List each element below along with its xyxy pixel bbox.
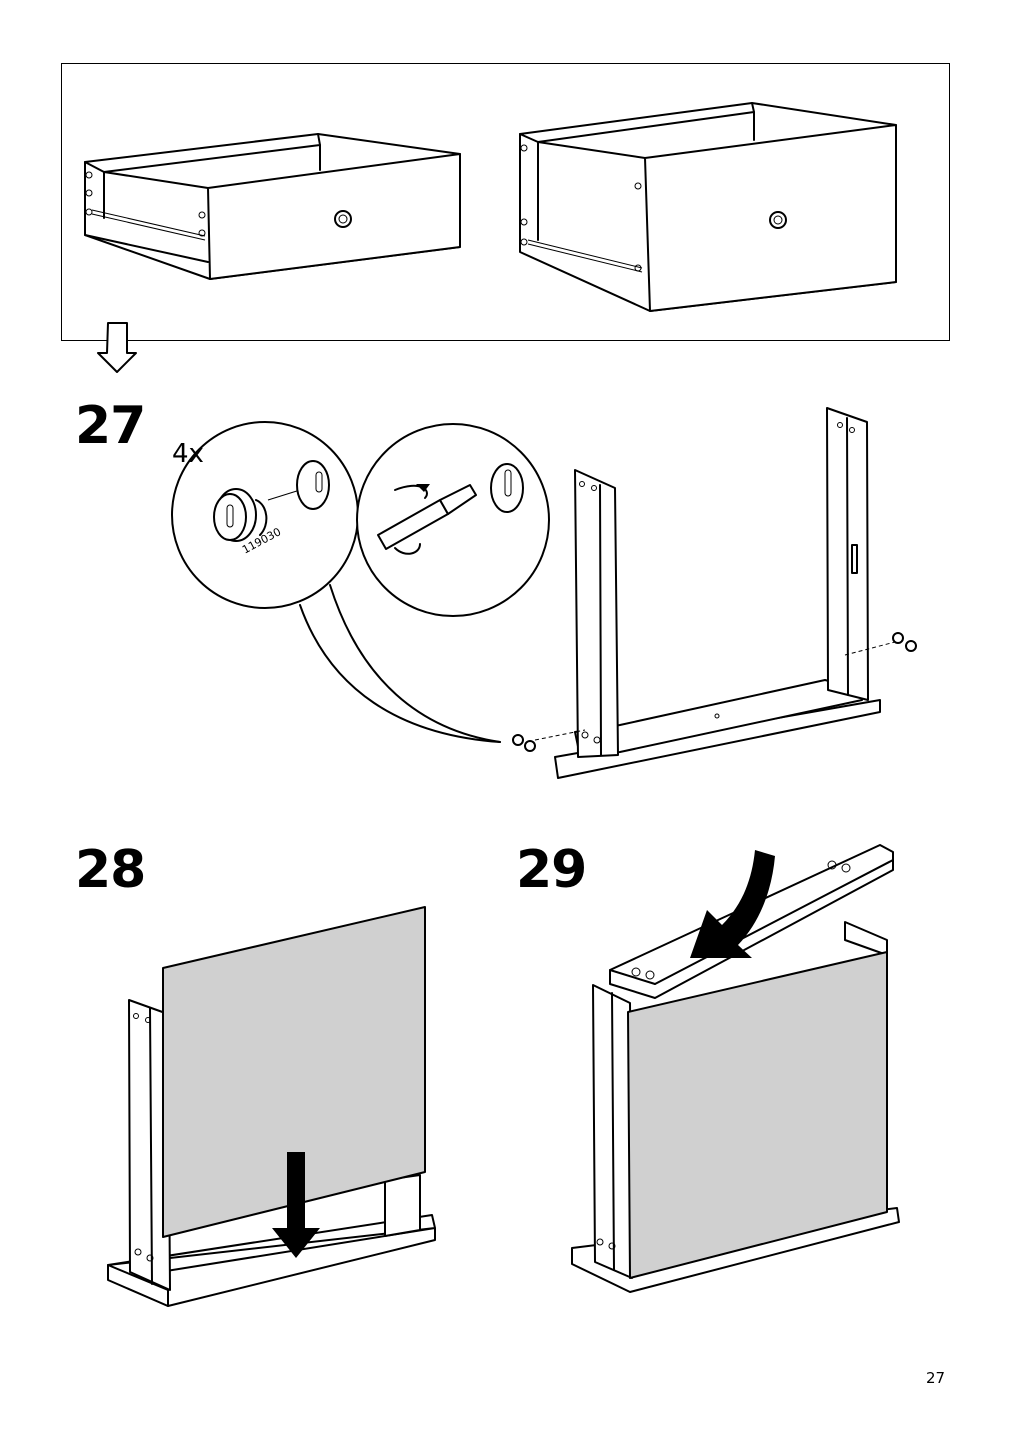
drawer-illustration-closed [519, 102, 897, 312]
preview-frame [61, 63, 950, 341]
page-number: 27 [926, 1369, 946, 1387]
step-28-number: 28 [75, 840, 146, 900]
cam-lock-detail-callout [171, 421, 550, 743]
quantity-label: 4x [172, 439, 204, 469]
continue-arrow-icon [97, 322, 137, 373]
drawer-illustration-open [84, 133, 461, 280]
frame-assembly-step27 [512, 407, 917, 779]
frame-assembly-step28 [107, 906, 436, 1307]
frame-assembly-step29 [571, 844, 900, 1293]
step-27-number: 27 [75, 396, 146, 456]
step-29-number: 29 [516, 840, 587, 900]
